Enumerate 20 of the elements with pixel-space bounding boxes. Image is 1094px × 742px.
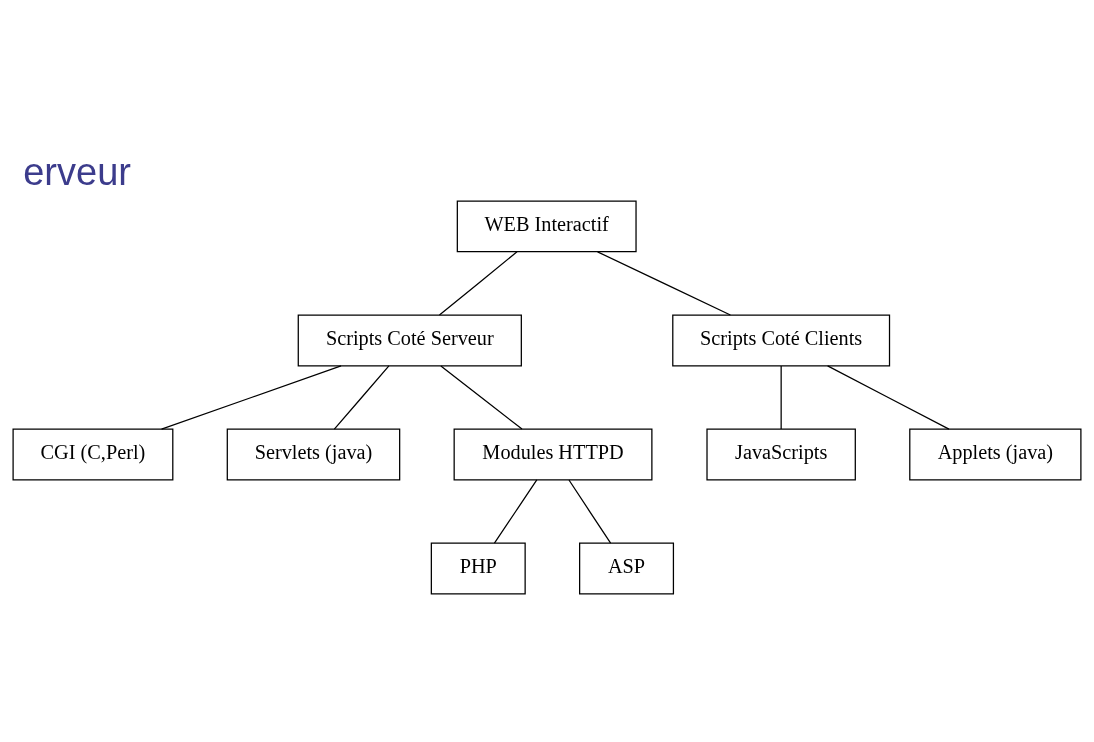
node-box: Scripts Coté Serveur: [297, 313, 522, 366]
node-box: PHP: [430, 542, 526, 595]
connector: [596, 250, 731, 316]
node-box: Modules HTTPD: [453, 428, 653, 480]
connector: [438, 250, 518, 316]
node-box: ASP: [579, 542, 675, 595]
connector: [333, 364, 390, 430]
connector: [493, 478, 538, 544]
node-box: Scripts Coté Clients: [672, 313, 891, 366]
node-box: WEB Interactif: [456, 199, 637, 252]
connector: [780, 364, 782, 430]
connector: [827, 364, 950, 430]
node-box: Applets (java): [909, 428, 1082, 480]
connector: [440, 364, 523, 430]
node-box: CGI (C,Perl): [12, 428, 174, 480]
node-box: JavaScripts: [706, 428, 856, 480]
node-box: Servlets (java): [226, 428, 401, 480]
diagram-title: erveur: [23, 150, 131, 193]
connector: [568, 478, 612, 544]
connector: [160, 364, 342, 430]
